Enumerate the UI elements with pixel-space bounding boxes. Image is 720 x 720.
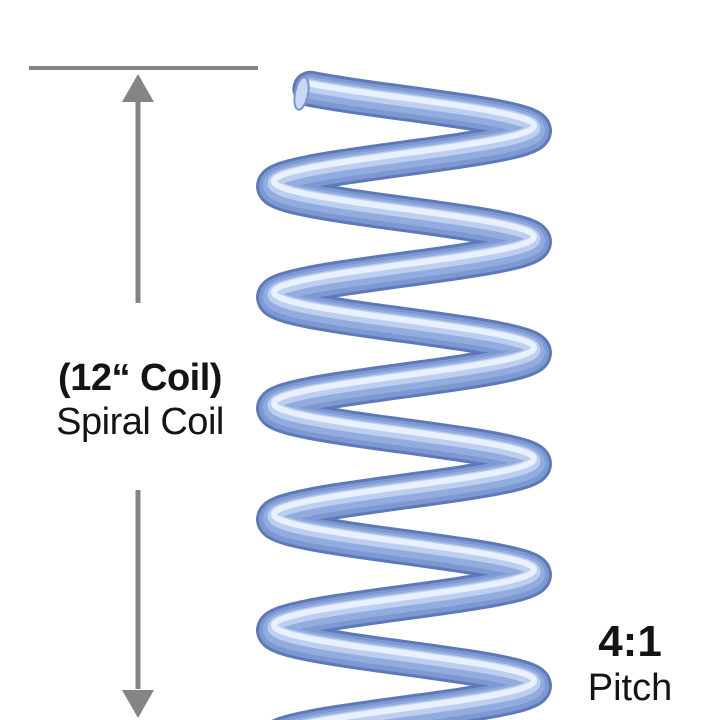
pitch-caption-text: Pitch <box>587 667 673 709</box>
pitch-label: 4:1 Pitch <box>560 618 700 710</box>
arrow-head-up-icon <box>122 74 154 102</box>
coil-cut-end <box>293 76 310 111</box>
coil-name-text: Spiral Coil <box>56 401 224 443</box>
dimension-label: (12“ Coil) Spiral Coil <box>0 356 280 444</box>
arrow-head-down-icon <box>122 690 154 718</box>
pitch-ratio-text: 4:1 <box>598 617 662 666</box>
coil-size-text: (12“ Coil) <box>58 357 222 399</box>
coil-tube <box>256 70 552 720</box>
